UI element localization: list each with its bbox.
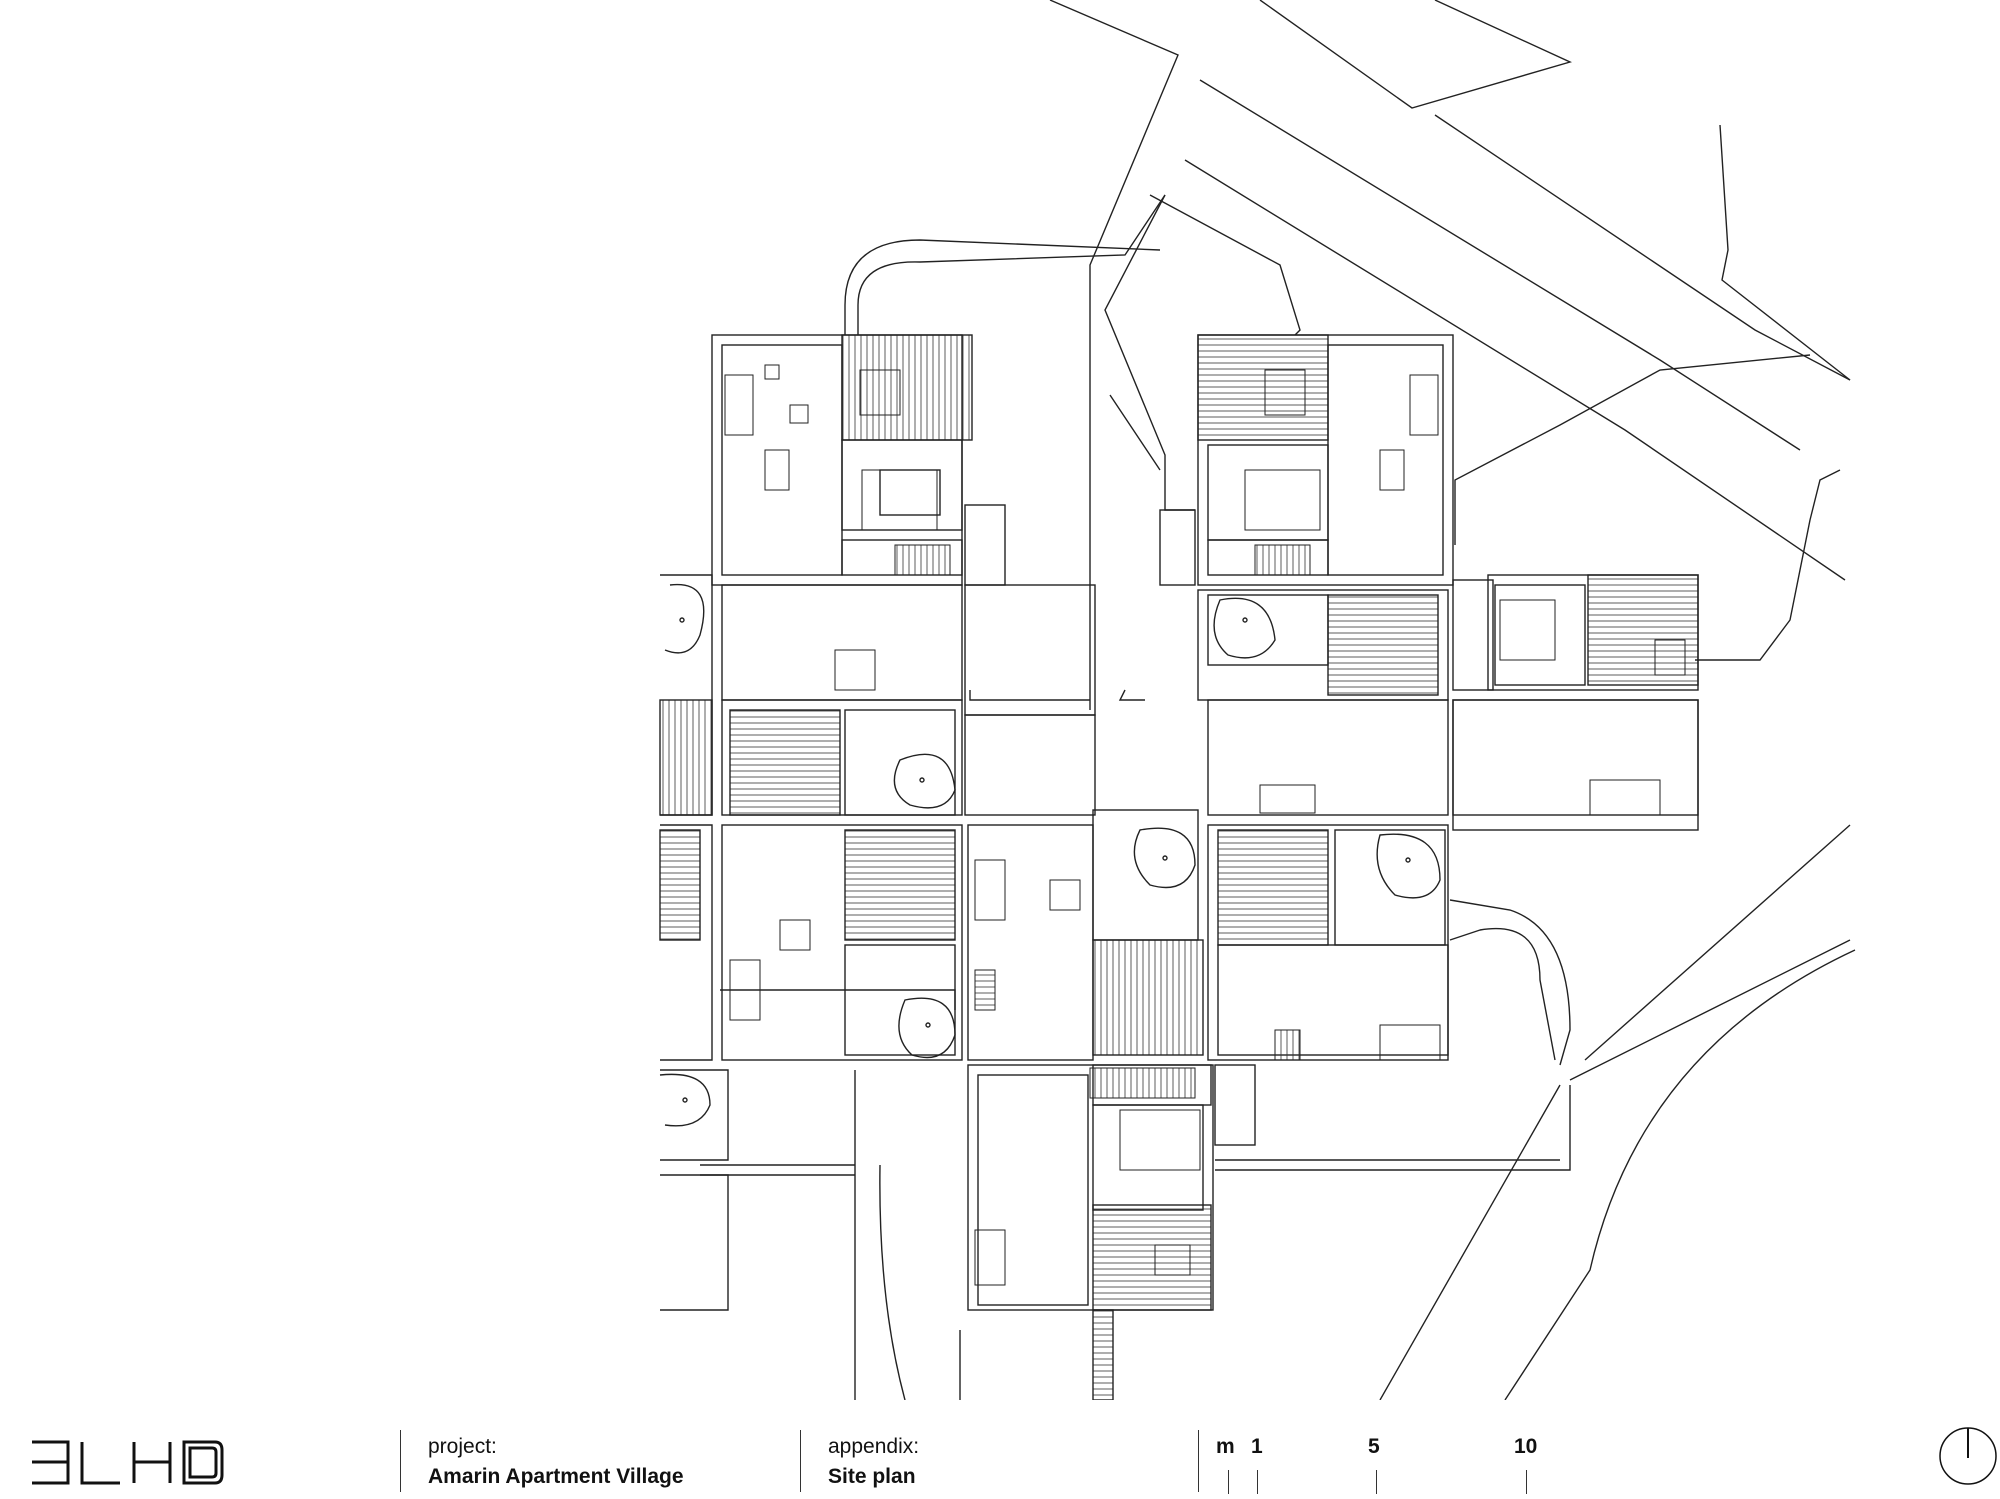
scale-tick-10 [1526, 1470, 1527, 1494]
title-block: project: Amarin Apartment Village append… [0, 1400, 2000, 1499]
site-plan-drawing [659, 0, 1856, 1400]
courtyard-trees [659, 583, 1441, 1127]
block-northwest [711, 334, 1096, 816]
scale-unit: m [1216, 1435, 1235, 1458]
appendix-label: appendix: [828, 1435, 920, 1458]
access-roads [700, 0, 1856, 1400]
scale-tick-0 [1228, 1470, 1229, 1494]
furniture [724, 364, 1686, 1286]
scale-mark-5: 5 [1368, 1435, 1380, 1458]
appendix-value: Site plan [828, 1465, 916, 1488]
3lhd-logo [32, 1440, 224, 1485]
separator-2 [800, 1430, 801, 1492]
block-northeast [1159, 334, 1699, 831]
project-name: Amarin Apartment Village [428, 1465, 684, 1488]
block-central [721, 809, 1449, 1400]
scale-tick-1 [1257, 1470, 1258, 1494]
scale-tick-5 [1376, 1470, 1377, 1494]
separator-3 [1198, 1430, 1199, 1492]
separator-1 [400, 1430, 401, 1492]
north-arrow-icon [1939, 1427, 1997, 1485]
block-west [659, 574, 729, 1311]
scale-mark-1: 1 [1251, 1435, 1263, 1458]
stairs [894, 544, 1311, 1099]
scale-mark-10: 10 [1514, 1435, 1538, 1458]
project-label: project: [428, 1435, 497, 1458]
